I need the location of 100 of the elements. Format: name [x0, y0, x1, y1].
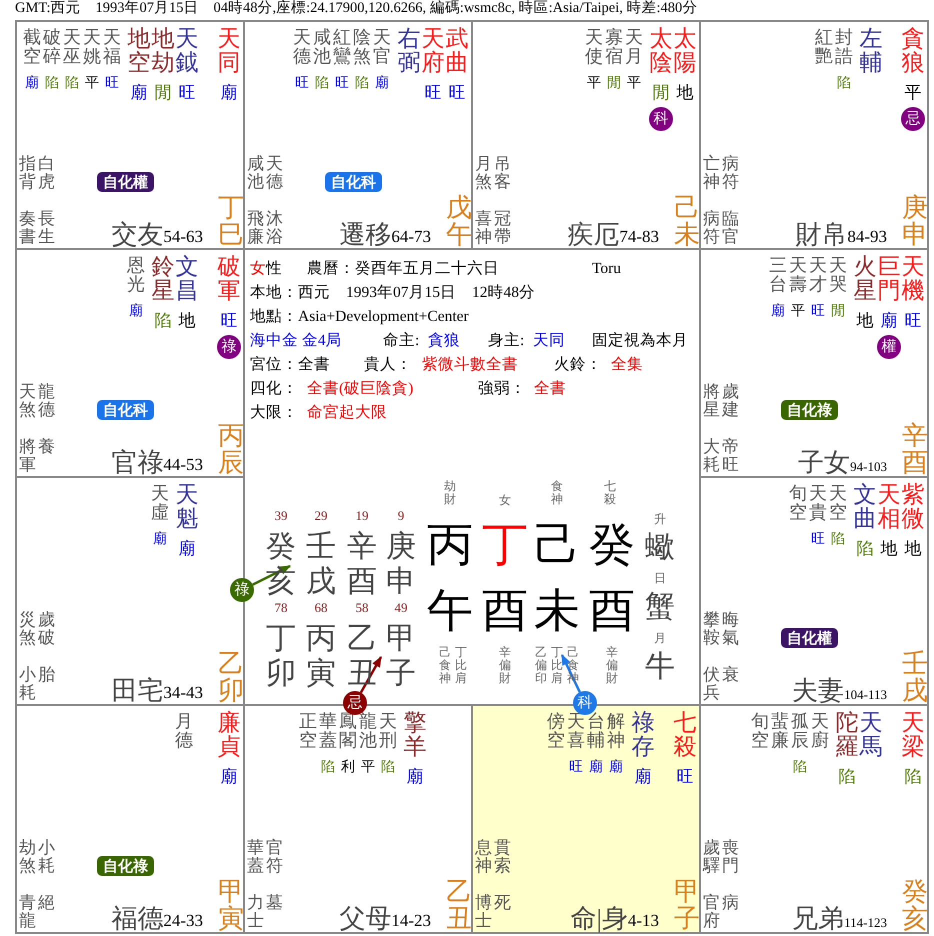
brightness-mark: 廟 [25, 76, 39, 92]
brightness-mark: 廟 [589, 760, 603, 776]
brightness-mark: 旺 [811, 532, 825, 548]
age-range: 14-23 [391, 910, 431, 932]
minor-star-name: 天壽 [789, 256, 807, 294]
transform-circle: 科 [649, 107, 673, 131]
brightness-mark: 旺 [448, 84, 466, 103]
minor-star-name: 旬空 [789, 484, 807, 522]
main-star-name: 天魁 [176, 483, 198, 532]
minor-star-name: 天使 [585, 28, 603, 66]
main-star-name: 天馬 [860, 711, 882, 760]
brightness-mark: 地 [880, 540, 898, 559]
minor-star-name: 龍池 [359, 712, 377, 750]
main-star-name: 廉貞 [218, 711, 240, 760]
minor-star-name: 三台 [769, 256, 787, 294]
main-star-name: 天同 [218, 27, 240, 76]
palace-name: 疾厄 [567, 220, 620, 248]
main-star-name: 天府 [422, 27, 444, 76]
brightness-mark: 陷 [831, 532, 845, 548]
luck-pillar: 辛酉 [347, 530, 377, 599]
transform-circle: 忌 [901, 107, 925, 131]
heavenly-stem: 丙 [426, 522, 474, 568]
brightness-mark: 平 [791, 304, 805, 320]
palace-cell [699, 704, 929, 934]
brightness-mark: 地 [856, 312, 874, 331]
minor-star-name: 天姚 [83, 28, 101, 66]
spirit-star-name: 奏書 [19, 210, 36, 246]
age-range: 94-103 [850, 459, 887, 476]
palace-name: 交友 [111, 220, 164, 248]
brightness-mark: 陷 [837, 76, 851, 92]
minor-star-name: 月德 [175, 712, 193, 750]
palace-name: 命|身 [570, 904, 628, 932]
earthly-branch: 午 [426, 588, 474, 634]
minor-star-name: 蜚廉 [771, 712, 789, 750]
spirit-star-name: 胎 [38, 666, 55, 684]
info-text: 大限： [250, 404, 298, 422]
info-text: 身主: [488, 332, 524, 350]
brightness-mark: 地 [676, 84, 694, 103]
minor-star-name: 寡宿 [605, 28, 623, 66]
brightness-mark: 陷 [154, 312, 172, 331]
luck-pillar: 壬戌 [306, 530, 336, 599]
info-text: 海中金 金4局 [250, 332, 342, 350]
brightness-mark: 平 [587, 76, 601, 92]
brightness-mark: 陷 [315, 76, 329, 92]
spirit-star-name: 歲破 [38, 611, 55, 647]
brightness-mark: 陷 [321, 760, 335, 776]
spirit-star-name: 養 [38, 438, 55, 456]
earthly-branch: 酉 [481, 588, 529, 634]
stem-branch: 庚申 [902, 194, 928, 249]
hidden-stem: 乙偏印 [535, 646, 547, 686]
main-star-name: 地劫 [152, 27, 174, 76]
spirit-star-name: 絕 [38, 894, 55, 912]
spirit-star-name: 病符 [722, 155, 739, 191]
palace-name: 財帛 [795, 220, 848, 248]
minor-star-name: 破碎 [43, 28, 61, 66]
brightness-mark: 陷 [355, 76, 369, 92]
info-text: 四化： [250, 380, 298, 398]
age-number: 9 [396, 509, 406, 522]
minor-star-name: 截空 [23, 28, 41, 66]
stem-branch: 戊午 [446, 194, 472, 249]
info-text: 貪狼 [428, 332, 460, 350]
luck-pillar: 丁卯 [266, 622, 296, 691]
palace-name: 夫妻 [792, 676, 844, 704]
info-text: 固定視為本月 [592, 332, 688, 350]
spirit-star-name: 將星 [703, 383, 720, 419]
age-number: 58 [354, 601, 370, 614]
luck-pillar: 庚申 [386, 530, 416, 599]
brightness-mark: 旺 [569, 760, 583, 776]
heavenly-stem: 丁 [481, 522, 529, 568]
brightness-mark: 廟 [406, 768, 424, 787]
age-range: 54-63 [163, 226, 203, 248]
age-range: 114-123 [844, 915, 887, 932]
brightness-mark: 廟 [880, 312, 898, 331]
spirit-star-name: 天煞 [19, 383, 36, 419]
info-text: 強弱： [478, 380, 526, 398]
main-star-name: 陀羅 [836, 711, 858, 760]
brightness-mark: 廟 [153, 532, 167, 548]
brightness-mark: 廟 [178, 540, 196, 559]
brightness-mark: 廟 [609, 760, 623, 776]
luck-pillar: 丙寅 [306, 622, 336, 691]
minor-star-name: 正空 [299, 712, 317, 750]
minor-star-name: 天廚 [811, 712, 829, 750]
main-star-name: 巨門 [878, 255, 900, 304]
stem-branch: 癸亥 [902, 878, 928, 933]
info-text: 命主: [383, 332, 420, 350]
hidden-stem: 己食神 [439, 646, 451, 686]
spirit-star-name: 青龍 [19, 894, 36, 930]
age-range: 44-53 [163, 454, 203, 476]
brightness-mark: 地 [178, 312, 196, 331]
spirit-star-name: 博士 [475, 894, 492, 930]
spirit-star-name: 歲建 [722, 383, 739, 419]
minor-star-name: 華蓋 [319, 712, 337, 750]
main-star-name: 擎羊 [404, 711, 426, 760]
main-star-name: 太陽 [674, 27, 696, 76]
info-text: 宮位：全書 [250, 356, 330, 374]
minor-star-name: 咸池 [313, 28, 331, 66]
info-text: 女 [250, 260, 266, 278]
brightness-mark: 廟 [129, 304, 143, 320]
info-text: 性 [266, 260, 282, 278]
brightness-mark: 平 [361, 760, 375, 776]
